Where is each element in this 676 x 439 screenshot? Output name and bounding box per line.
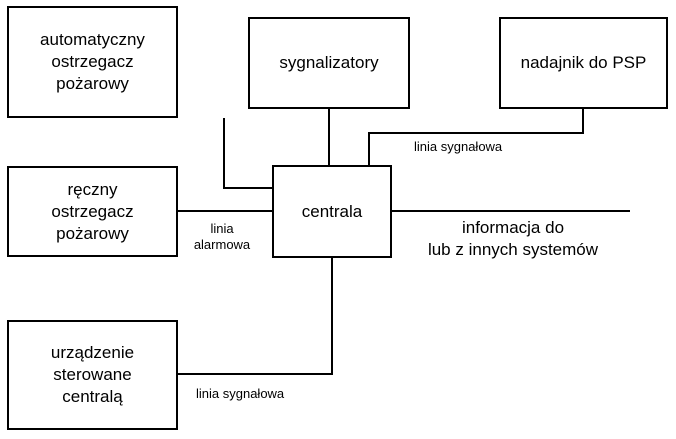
central-box: centrala	[272, 165, 392, 258]
transmitter-box: nadajnik do PSP	[499, 17, 668, 109]
signal-line-top-label: linia sygnałowa	[414, 139, 503, 154]
transmitter-label: nadajnik do PSP	[520, 53, 647, 72]
signalers-label: sygnalizatory	[279, 53, 379, 72]
info-exchange-label: informacja do lub z innych systemów	[427, 218, 599, 259]
line-transmitter-central	[368, 108, 584, 166]
manual-detector-label: ręczny ostrzegacz pożarowy	[51, 179, 134, 243]
central-label: centrala	[301, 201, 363, 221]
line-auto-detector-central	[223, 118, 273, 189]
controlled-device-label: urządzenie sterowane centralą	[50, 343, 135, 406]
signal-line-bottom-label: linia sygnałowa	[196, 386, 285, 401]
manual-detector-box: ręczny ostrzegacz pożarowy	[7, 166, 178, 257]
controlled-device-box: urządzenie sterowane centralą	[7, 320, 178, 430]
signalers-box: sygnalizatory	[248, 17, 410, 109]
auto-detector-box: automatyczny ostrzegacz pożarowy	[7, 6, 178, 118]
alarm-line-label: linia alarmowa	[193, 221, 251, 252]
line-central-controlled-device	[178, 257, 333, 375]
auto-detector-label: automatyczny ostrzegacz pożarowy	[40, 30, 145, 93]
